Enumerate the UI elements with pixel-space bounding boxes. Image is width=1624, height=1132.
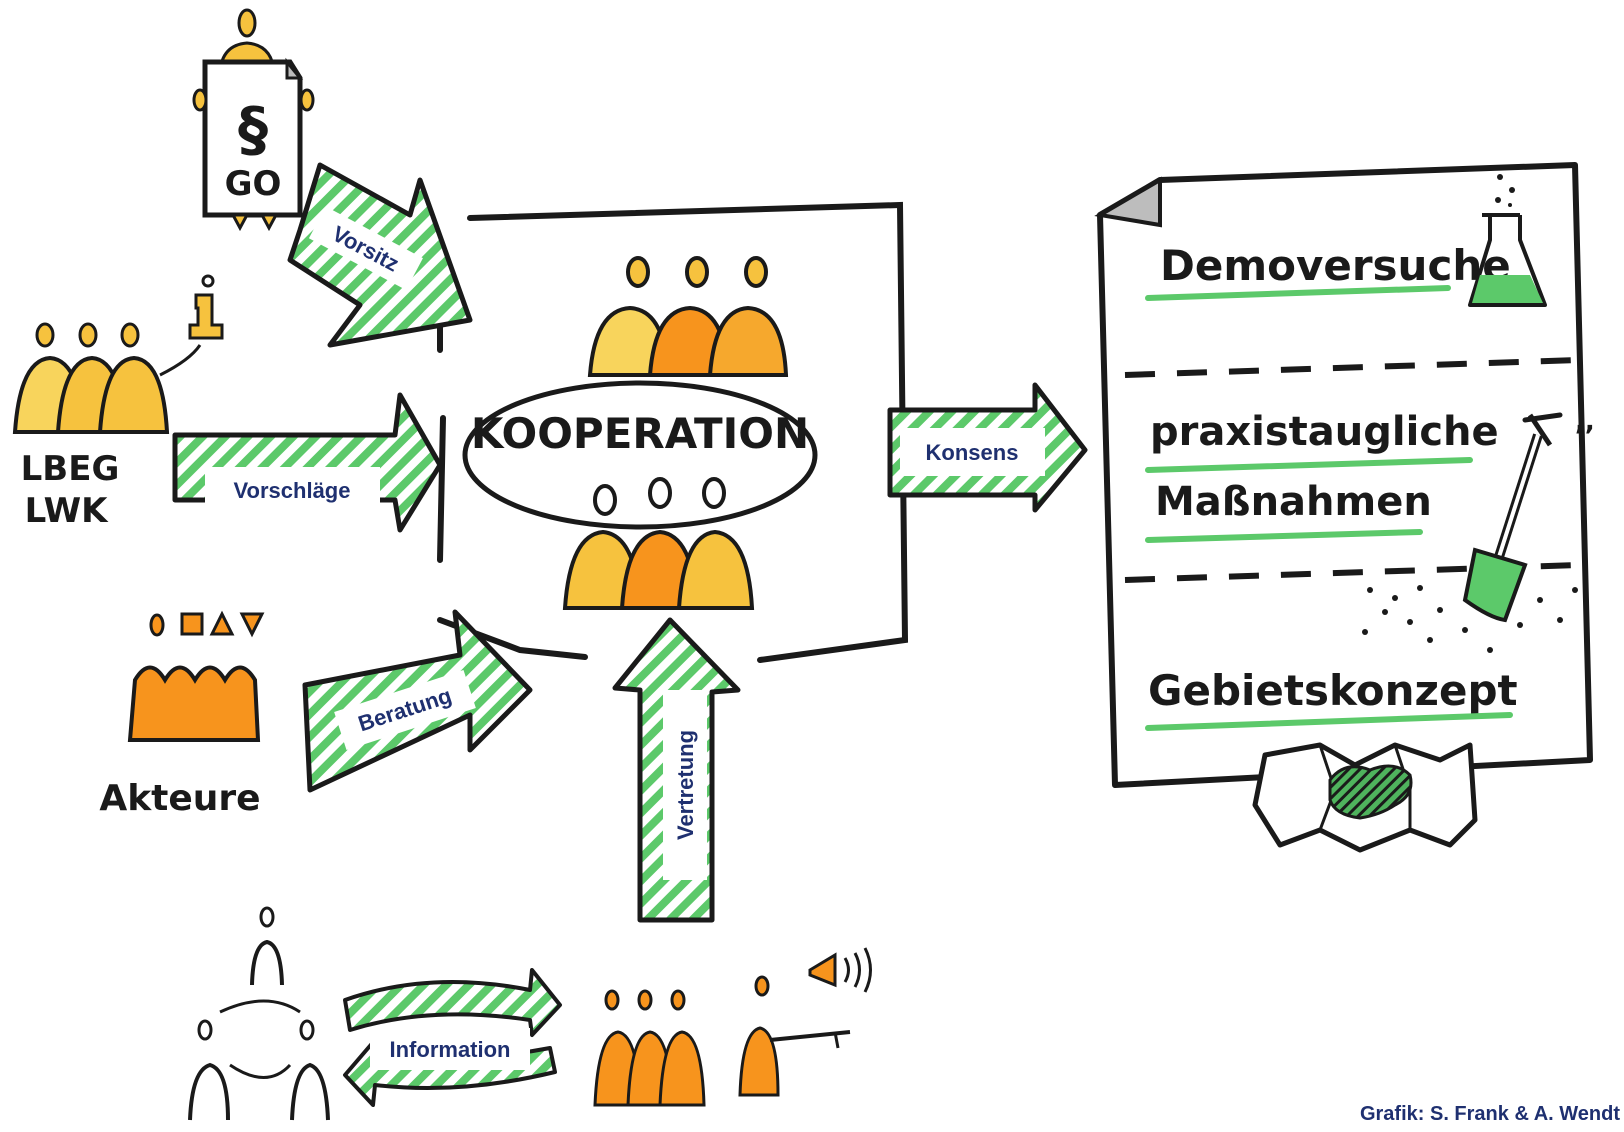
arrow-label-information: Information: [390, 1037, 511, 1062]
result-praxis-line1: praxistaugliche: [1150, 409, 1499, 455]
results-paper: Demoversuche praxistaugliche Maßnahmen G…: [1094, 162, 1595, 853]
arrow-information: Information: [343, 968, 562, 1107]
result-praxis-line2: Maßnahmen: [1155, 479, 1432, 525]
arrow-konsens: Konsens: [887, 382, 1088, 513]
akteure-label: Akteure: [99, 778, 260, 819]
lbeg-lwk-group: LBEG LWK: [12, 274, 224, 531]
person-icon: [593, 989, 706, 1107]
result-demoversuche: Demoversuche: [1160, 241, 1511, 290]
person-icon: [587, 256, 789, 377]
map-icon: [1252, 742, 1478, 853]
kooperation-box: KOOPERATION: [437, 201, 909, 663]
svg-text:,,: ,,: [1575, 407, 1595, 437]
kooperation-title: KOOPERATION: [471, 409, 809, 458]
arrow-vorsitz: Vorsitz: [287, 162, 473, 348]
flask-icon: [1468, 174, 1547, 307]
lwk-label: LWK: [25, 491, 110, 531]
soil-dots: [1362, 585, 1578, 653]
arrow-vorschlaege: Vorschläge: [172, 392, 443, 533]
shapes-icon: [149, 610, 265, 638]
shovel-icon: ,,: [1462, 407, 1595, 623]
go-label: GO: [225, 164, 282, 204]
person-icon: [562, 477, 755, 610]
megaphone-icon: [808, 947, 872, 993]
arrow-label-vorschlaege: Vorschläge: [234, 478, 351, 503]
kooperation-ellipse: [462, 380, 818, 530]
lbeg-label: LBEG: [21, 449, 120, 489]
credit-text: Grafik: S. Frank & A. Wendt: [1359, 1103, 1620, 1125]
akteure-group: Akteure: [99, 610, 265, 819]
arrow-label-konsens: Konsens: [926, 440, 1019, 465]
document-icon: § GO: [192, 8, 315, 232]
paragraph-symbol: §: [238, 95, 268, 165]
person-icon: [188, 906, 330, 1121]
arrow-beratung: Beratung: [302, 609, 533, 793]
result-gebietskonzept: Gebietskonzept: [1148, 666, 1518, 715]
arrow-vertretung: Vertretung: [612, 617, 741, 923]
arrow-label-vertretung: Vertretung: [673, 730, 698, 840]
info-icon: [188, 274, 224, 340]
person-icon: [738, 975, 851, 1097]
